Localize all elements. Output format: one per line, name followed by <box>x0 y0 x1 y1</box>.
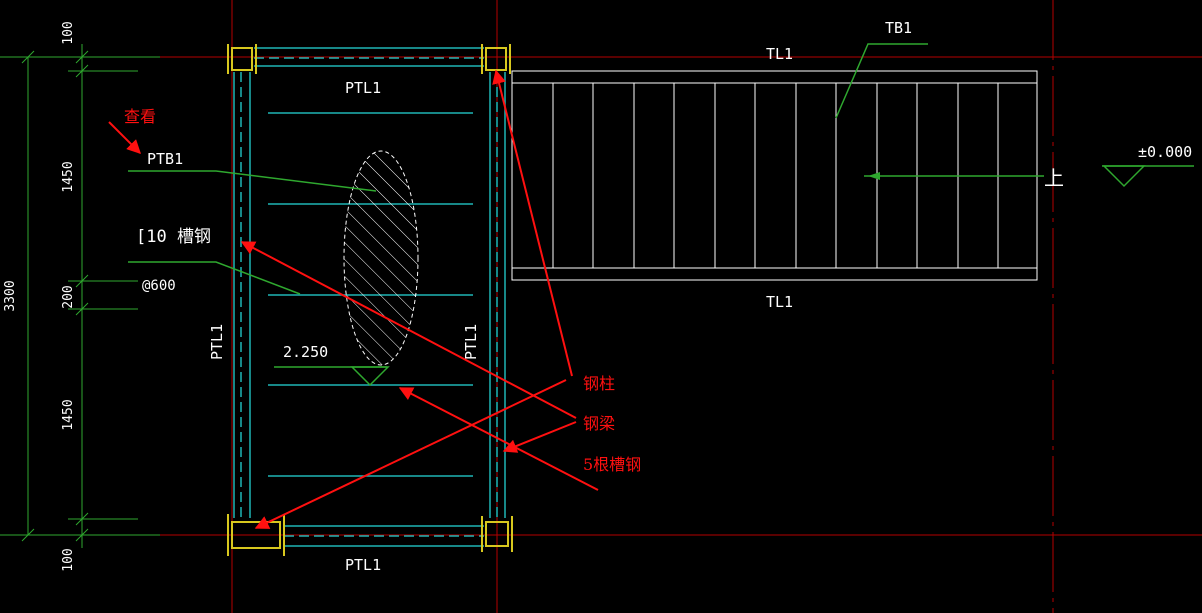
channel-leader <box>128 261 301 295</box>
label-ptl1-bottom: PTL1 <box>345 556 381 574</box>
stair-direction: 上 <box>864 166 1064 190</box>
annotation-steel-column: 钢柱 <box>583 374 615 393</box>
dimension-lower-span: 1450 <box>61 399 76 430</box>
annotation-texts: 查看 钢柱 钢梁 5根槽钢 <box>124 107 641 474</box>
elevation-triangle-ground-icon <box>1102 165 1146 188</box>
arrow-column-top-right <box>492 69 573 377</box>
tick-6 <box>75 528 89 542</box>
label-tl1-top: TL1 <box>766 45 793 63</box>
labels: PTL1 PTL1 PTL1 PTL1 TL1 TL1 TB1 PTB1 [10… <box>136 19 1192 574</box>
dimension-total: 3300 <box>3 280 18 311</box>
direction-arrowhead-icon <box>868 172 880 180</box>
steel-column-top-right <box>481 44 511 74</box>
tb1-leader <box>835 43 928 119</box>
arrow-five-channels <box>398 387 599 491</box>
label-ptl1-top: PTL1 <box>345 79 381 97</box>
label-ptb1: PTB1 <box>147 150 183 168</box>
ptb1-leader <box>128 170 377 192</box>
tick-8 <box>21 528 35 542</box>
tick-7 <box>21 50 35 64</box>
tick-4 <box>75 302 89 316</box>
dimension-chain <box>0 44 160 548</box>
label-ground-elevation: ±0.000 <box>1138 143 1192 161</box>
dimension-bottom-offset: 100 <box>61 548 76 571</box>
dimension-upper-span: 1450 <box>61 161 76 192</box>
label-ptl1-right: PTL1 <box>462 324 480 360</box>
steel-column-bottom-right <box>481 516 513 552</box>
label-tb1: TB1 <box>885 19 912 37</box>
leader-lines <box>128 43 1194 387</box>
label-channel-steel: [10 槽钢 <box>136 227 211 247</box>
tick-1 <box>75 50 89 64</box>
dimension-top-offset: 100 <box>61 21 76 44</box>
arrow-column-bottom-left <box>254 379 567 529</box>
steel-columns <box>227 44 513 556</box>
annotation-steel-beam: 钢梁 <box>583 414 615 433</box>
label-tl1-bottom: TL1 <box>766 293 793 311</box>
dimension-texts: 3300 100 1450 200 1450 100 <box>3 21 76 571</box>
stair-treads <box>552 83 999 268</box>
label-platform-elevation: 2.250 <box>283 343 328 361</box>
steel-column-top-left <box>227 44 257 74</box>
elevation-triangle-platform-icon <box>350 366 390 387</box>
dimension-middle-gap: 200 <box>61 285 76 308</box>
arrow-beam-left <box>240 241 577 419</box>
label-ptl1-left: PTL1 <box>208 324 226 360</box>
annotation-view: 查看 <box>124 107 156 126</box>
arrow-beam-right <box>502 421 577 453</box>
arrow-view <box>108 121 141 154</box>
tick-2 <box>75 64 89 78</box>
label-spacing: @600 <box>142 278 176 294</box>
tick-3 <box>75 274 89 288</box>
annotation-five-channels: 5根槽钢 <box>583 455 641 474</box>
up-label: 上 <box>1044 166 1064 190</box>
tick-5 <box>75 512 89 526</box>
annotation-arrows <box>108 69 599 529</box>
section-hatch-ellipse <box>343 150 419 366</box>
